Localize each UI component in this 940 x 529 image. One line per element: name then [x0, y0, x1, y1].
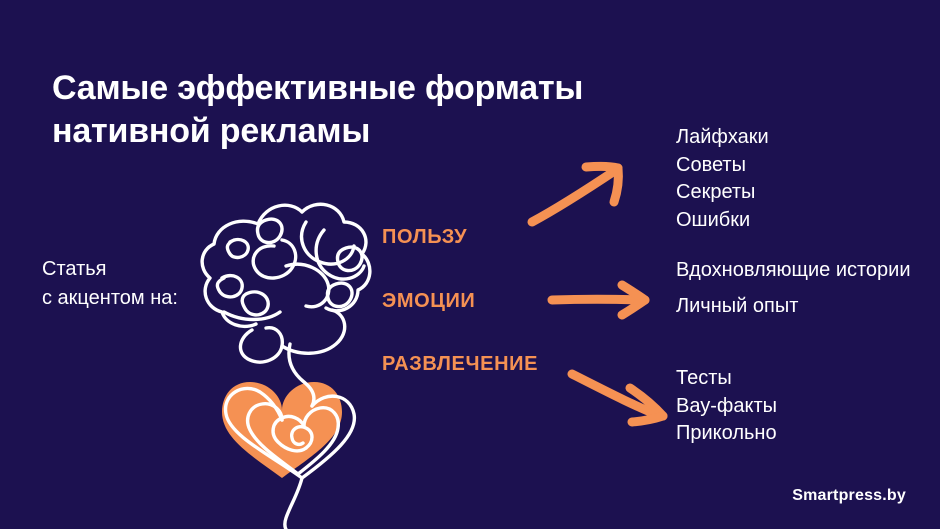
heart-outline [223, 386, 357, 480]
page-title-line-2: нативной рекламы [52, 112, 371, 151]
category-label-razvlechenie: РАЗВЛЕЧЕНИЕ [382, 353, 539, 375]
left-caption: Статья с акцентом на: [42, 255, 178, 313]
arrow-down-right-icon [567, 366, 678, 428]
brain-scribble [200, 202, 372, 364]
result-item: Тесты [676, 367, 732, 389]
arrow-right-icon [547, 280, 658, 320]
result-item: Ошибки [676, 208, 751, 231]
left-caption-line-1: Статья [42, 258, 107, 280]
page-title-line-1: Самые эффективные форматы [52, 68, 584, 107]
arrow-up-right-icon [527, 158, 638, 230]
category-label-emocii: ЭМОЦИИ [382, 290, 476, 312]
result-item: Секреты [676, 181, 756, 204]
left-caption-line-2: с акцентом на: [42, 287, 178, 309]
brain-to-heart-stem [287, 342, 316, 408]
page-title: Самые эффективные форматы нативной рекла… [52, 67, 752, 154]
heart-tail [283, 476, 304, 529]
footer-logo: Smartpress.by [792, 487, 906, 504]
result-group-razvlechenie: Тесты Вау-факты Прикольно [676, 365, 926, 448]
result-group-emocii: Вдохновляющие истории Личный опыт [676, 259, 926, 321]
result-item: Лайфхаки [676, 126, 769, 148]
result-item: Советы [676, 153, 746, 176]
result-item: Прикольно [676, 422, 777, 445]
result-item: Вау-факты [676, 394, 777, 417]
brain-heart-illustration [186, 182, 386, 529]
result-item: Вдохновляющие истории [676, 259, 911, 281]
result-item: Личный опыт [676, 295, 799, 318]
result-group-polzu: Лайфхаки Советы Секреты Ошибки [676, 124, 926, 234]
category-label-polzu: ПОЛЬЗУ [382, 226, 468, 248]
heart-inner-spiral [245, 402, 340, 476]
